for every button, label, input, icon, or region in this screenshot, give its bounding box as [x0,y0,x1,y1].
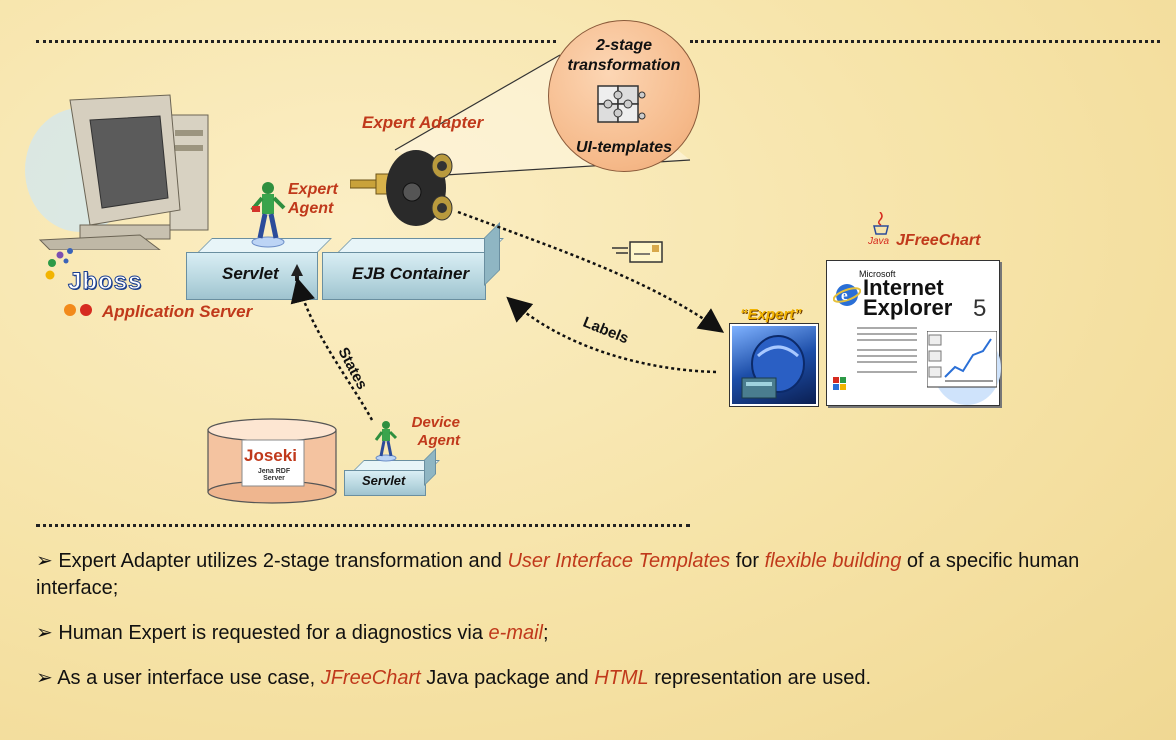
bullet-text: ➢ As a user interface use case, [36,667,321,689]
bullet-list: ➢ Expert Adapter utilizes 2-stage transf… [36,548,1156,710]
ejb-container-box [322,252,486,300]
bullet-item: ➢ Human Expert is requested for a diagno… [36,620,1156,647]
ejb-container-label: EJB Container [352,264,470,283]
expert-head-icon [741,335,805,399]
device-agent-label: Device Agent [402,414,460,450]
ie-name-2: Explorer [863,295,953,320]
bullet-accent: User Interface Templates [507,550,731,572]
bullet-text: for [730,550,765,572]
expert-adapter-label: Expert Adapter [362,113,484,132]
ie-version: 5 [973,295,987,322]
up-arrow-icon [291,264,303,281]
envelope-icon [612,241,663,263]
expert-agent-text: Expert Agent [288,181,338,217]
joseki-database-icon [207,418,337,504]
bottom-separator [36,524,690,527]
bullet-text: of a specific human interface; [36,550,1080,599]
bullet-text: ➢ Expert Adapter utilizes 2-stage transf… [36,550,508,572]
bullet-accent: JFreeChart [320,667,421,689]
jfreechart-label: JFreeChart [896,232,981,249]
bullet-accent: flexible building [764,550,902,572]
computer-icon [25,94,209,250]
bullet-item: ➢ As a user interface use case, JFreeCha… [36,665,1156,692]
device-agent-text: Device Agent [411,414,460,449]
line-chart-icon [927,331,997,388]
adapter-plug-icon [350,150,453,226]
device-servlet-label: Servlet [362,473,406,488]
servlet-label: Servlet [222,264,279,283]
ie-name-1: Internet [863,275,944,300]
circle-subtitle: UI-templates [575,139,673,156]
jboss-logo: Jboss [67,268,143,296]
top-separator-left [36,40,556,43]
expert-image [730,324,818,406]
agent-figure-icon [250,182,286,248]
svg-text:e: e [841,288,848,304]
java-cup-icon [873,212,889,235]
ie-e-icon: e [833,284,861,306]
java-logo: Java [868,236,890,247]
bullet-item: ➢ Expert Adapter utilizes 2-stage transf… [36,548,1156,602]
bullet-accent: e-mail [488,622,543,644]
states-arrow [290,277,374,421]
circle-title: 2-stage transformation [567,37,681,74]
bullet-accent: HTML [594,667,649,689]
device-agent-figure-icon [374,421,398,462]
expert-agent-label: Expert Agent [288,180,348,218]
ie-about-lines [857,327,917,373]
bullet-text: representation are used. [648,667,872,689]
jboss-logo-dots [45,248,73,280]
app-server-bullet-icon [64,304,92,316]
device-servlet-box [344,470,426,496]
puzzle-icon [597,85,646,123]
windows-flag-icon [833,377,846,390]
joseki-name: Joseki [244,446,297,465]
bullet-text: Java package and [420,667,595,689]
bullet-text: ; [542,622,549,644]
app-server-label: Application Server [102,302,253,321]
ie-brand: Microsoft [859,269,896,279]
ie-window: Microsoft e Internet Explorer 5 [826,260,1001,406]
top-separator-right [690,40,1160,43]
email-arrow [457,210,725,333]
joseki-sub: Jena RDF Server [257,468,291,482]
labels-arrow [506,296,717,374]
expert-label: “Expert” [740,306,802,323]
bullet-text: ➢ Human Expert is requested for a diagno… [36,622,489,644]
